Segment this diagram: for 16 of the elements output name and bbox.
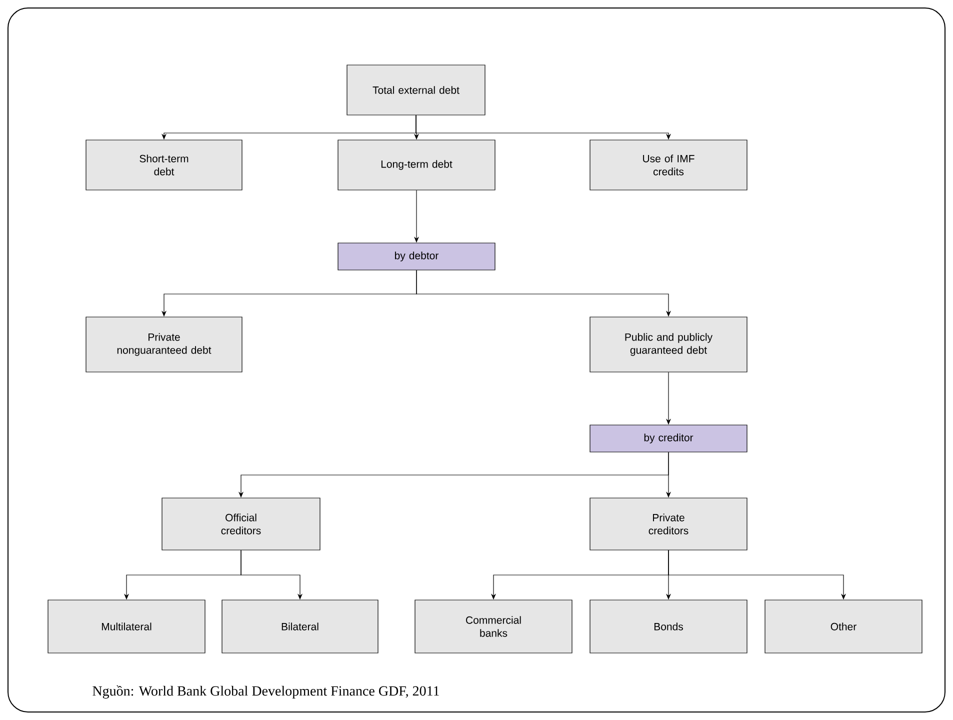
split-label-box: by creditor [590,424,748,452]
category-box: Bonds [590,600,748,654]
category-box: Official creditors [162,498,320,550]
category-box: Bilateral [222,600,378,654]
category-box: Use of IMF credits [590,140,748,190]
category-box: Long-term debt [338,140,496,190]
category-box: Total external debt [346,64,486,116]
category-box: Other [764,600,922,654]
category-box: Private nonguaranteed debt [86,316,242,372]
category-box: Public and publicly guaranteed debt [590,316,748,372]
category-box: Short-term debt [86,140,242,190]
category-box: Commercial banks [414,600,572,654]
category-box: Private creditors [590,498,748,550]
source-note: Nguồn: World Bank Global Development Finance GDF, 2011 [92,685,439,699]
split-label-box: by debtor [338,242,496,270]
category-box: Multilateral [48,600,206,654]
